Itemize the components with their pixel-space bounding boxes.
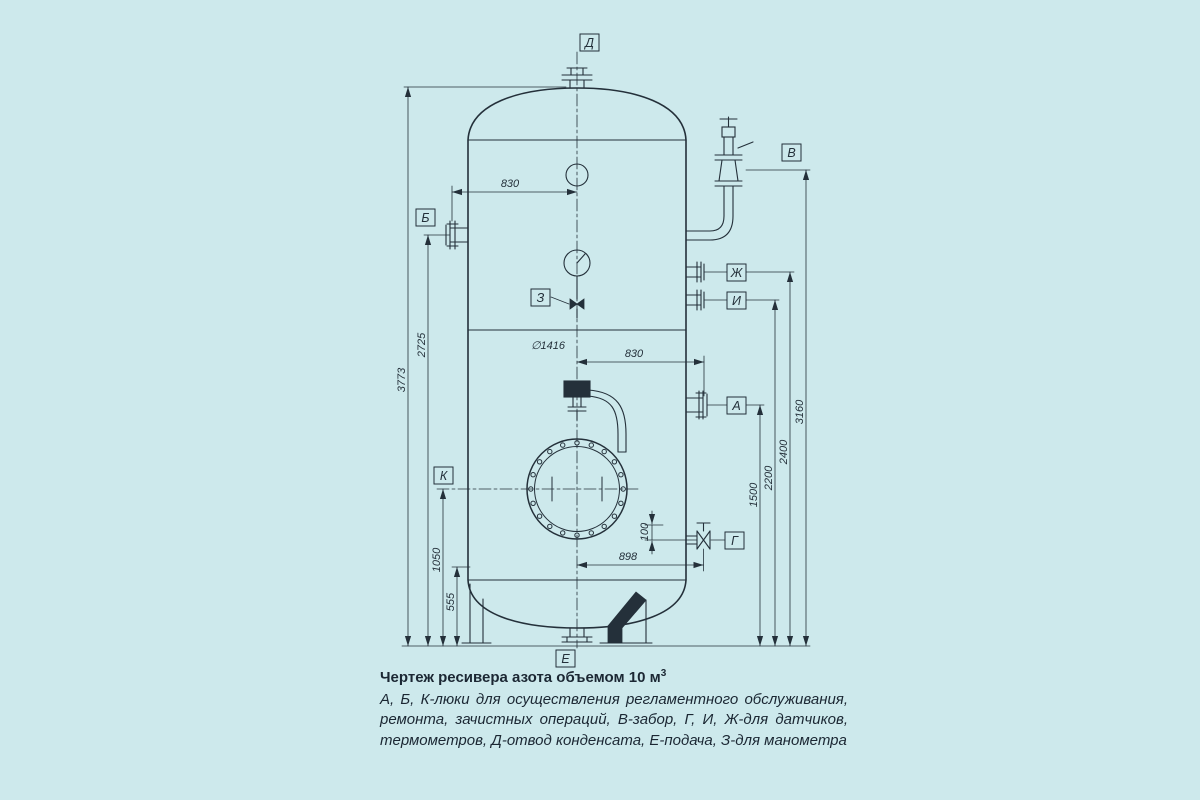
label-z-text: З	[537, 291, 545, 305]
manhole-gasket	[534, 446, 620, 532]
dim-text-3160: 3160	[794, 399, 806, 424]
manhole-davit	[563, 380, 627, 453]
label-i-text: И	[732, 294, 741, 308]
label-zh-text: Ж	[730, 266, 744, 280]
label-e: Е	[555, 649, 576, 668]
label-a: А	[726, 396, 747, 415]
label-v: В	[781, 143, 802, 162]
nozzle-e-bottom	[561, 627, 593, 643]
label-v-text: В	[787, 146, 795, 160]
dim-text-2400: 2400	[778, 439, 790, 465]
dimension-lines	[404, 86, 810, 647]
nozzle-a-right	[685, 390, 708, 420]
dimension-texts: 830 ∅1416 830 898 100 3773 2725 1050 555…	[396, 178, 806, 611]
manhole-bolts	[528, 440, 626, 538]
dim-text-555: 555	[445, 592, 457, 611]
title-exponent: 3	[660, 668, 667, 679]
gauge-cock	[569, 298, 585, 310]
support-legs	[461, 583, 653, 644]
z-leader	[550, 296, 570, 305]
dim-text-diameter: ∅1416	[531, 340, 566, 352]
support-gusset	[607, 591, 647, 644]
dim-text-1050: 1050	[431, 547, 443, 572]
pressure-gauge	[550, 249, 591, 319]
dim-text-mid-830: 830	[625, 348, 644, 360]
drawing-description: А, Б, К-люки для осуществления регламент…	[380, 691, 848, 749]
label-g-text: Г	[731, 534, 739, 548]
gauge-needle	[576, 253, 586, 264]
label-k: К	[433, 466, 454, 485]
label-a-text: А	[731, 399, 740, 413]
nozzle-zh-right	[685, 261, 705, 283]
manhole-k	[526, 438, 628, 540]
label-b-text: Б	[421, 211, 429, 225]
centerlines	[436, 51, 640, 649]
label-z: З	[530, 288, 551, 307]
nozzle-b-left	[445, 220, 469, 250]
label-d-text: Д	[583, 36, 594, 50]
nozzle-d-top	[561, 67, 593, 89]
valve-lever	[737, 141, 754, 149]
caption: Чертеж ресивера азота объемом 10 м3 А, Б…	[380, 668, 848, 751]
dim-text-2200: 2200	[763, 465, 775, 491]
dim-text-top-830: 830	[501, 178, 520, 190]
label-d: Д	[579, 33, 600, 52]
bracket-plate	[563, 380, 591, 398]
vessel	[467, 87, 687, 629]
dim-text-3773: 3773	[396, 367, 408, 392]
drawing-title: Чертеж ресивера азота объемом 10 м3	[380, 668, 848, 686]
dim-text-100: 100	[639, 522, 651, 541]
dim-text-2725: 2725	[416, 332, 428, 358]
label-zh: Ж	[726, 263, 747, 282]
extension-lines	[401, 86, 811, 647]
label-g: Г	[724, 531, 745, 550]
drawing-title-text: Чертеж ресивера азота объемом 10 м	[380, 669, 661, 686]
nozzle-i-right	[685, 289, 705, 311]
manhole-cover	[526, 438, 628, 540]
label-i: И	[726, 291, 747, 310]
port-labels: Д Б В Ж И З А К	[415, 33, 802, 668]
dim-text-1500: 1500	[748, 482, 760, 507]
upper-opening	[565, 163, 589, 187]
label-e-text: Е	[561, 652, 570, 666]
safety-valve-v	[685, 116, 754, 241]
label-b: Б	[415, 208, 436, 227]
dim-text-898: 898	[619, 551, 638, 563]
label-k-text: К	[440, 469, 448, 483]
drain-valve-g	[685, 522, 726, 550]
